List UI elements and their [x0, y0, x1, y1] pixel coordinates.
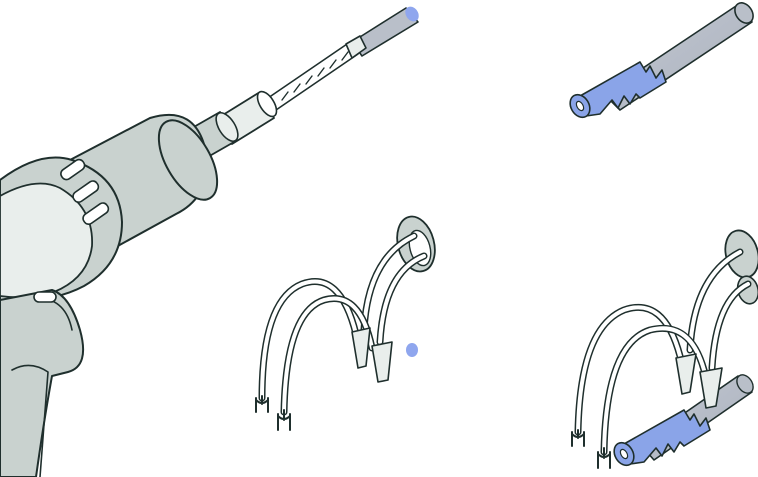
wall-anchor-icon	[566, 0, 757, 121]
drill-bit	[268, 36, 366, 110]
drill-body	[0, 111, 229, 477]
power-drill-icon	[0, 4, 422, 477]
wire-connector-icon	[256, 212, 441, 430]
anchor-and-wires-icon	[572, 227, 758, 469]
